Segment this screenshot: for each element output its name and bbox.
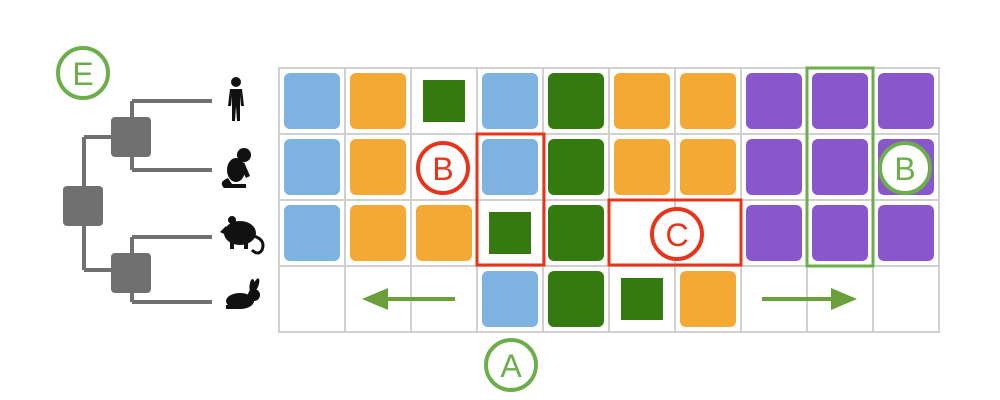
tile-blue: [482, 73, 538, 129]
label-b-red-text: B: [432, 151, 453, 187]
label-c-circle: [650, 207, 704, 261]
tile-orange: [350, 205, 406, 261]
tile-blue: [482, 271, 538, 327]
tile-green: [548, 73, 604, 129]
tile-orange: [680, 271, 736, 327]
tile-orange: [614, 73, 670, 129]
human-icon: [228, 77, 244, 121]
tile-small-green: [423, 80, 465, 122]
tile-green: [548, 205, 604, 261]
label-b-red-circle: [416, 141, 470, 195]
tile-purple: [812, 139, 868, 195]
tile-purple: [812, 73, 868, 129]
label-e-text: E: [72, 56, 93, 92]
phylogenetic-tree: [63, 99, 212, 304]
species-silhouettes: [220, 77, 265, 309]
label-a-text: A: [500, 348, 522, 384]
tile-orange: [350, 139, 406, 195]
highlight-boxes: [475, 66, 875, 268]
right-arrow-icon: [831, 288, 857, 310]
monkey-icon: [221, 148, 251, 188]
alignment-tiles: [284, 73, 934, 327]
tree-node: [111, 253, 151, 293]
red-column-box: [475, 132, 546, 267]
tile-small-green: [489, 212, 531, 254]
label-a-circle: [484, 338, 538, 392]
label-b-green-badge: B: [878, 141, 932, 195]
tile-green: [548, 139, 604, 195]
tile-small-green: [621, 278, 663, 320]
tile-purple: [878, 205, 934, 261]
tile-orange: [416, 205, 472, 261]
direction-arrows: [362, 288, 857, 310]
tile-green: [548, 271, 604, 327]
label-c-badge: C: [650, 207, 704, 261]
label-c-text: C: [665, 217, 688, 253]
tile-orange: [350, 73, 406, 129]
tile-blue: [284, 139, 340, 195]
label-e-circle: [56, 46, 110, 100]
green-column-box: [805, 66, 875, 268]
tile-blue: [284, 205, 340, 261]
tree-node: [111, 117, 151, 157]
tile-purple: [812, 205, 868, 261]
red-cell-box: [607, 198, 743, 267]
left-arrow-icon: [362, 288, 388, 310]
label-b-red-badge: B: [416, 141, 470, 195]
tile-orange: [614, 139, 670, 195]
tile-purple: [746, 139, 802, 195]
tile-blue: [482, 139, 538, 195]
tile-purple: [878, 73, 934, 129]
tile-blue: [284, 73, 340, 129]
opossum-icon: [220, 216, 265, 255]
tile-orange: [680, 139, 736, 195]
label-e-badge: E: [56, 46, 110, 100]
label-b-green-circle: [878, 141, 932, 195]
tile-purple: [746, 73, 802, 129]
rabbit-icon: [226, 278, 260, 309]
label-b-green-text: B: [894, 151, 915, 187]
tree-root-node: [63, 186, 103, 226]
label-a-badge: A: [484, 338, 538, 392]
tile-orange: [680, 73, 736, 129]
tile-purple: [746, 205, 802, 261]
